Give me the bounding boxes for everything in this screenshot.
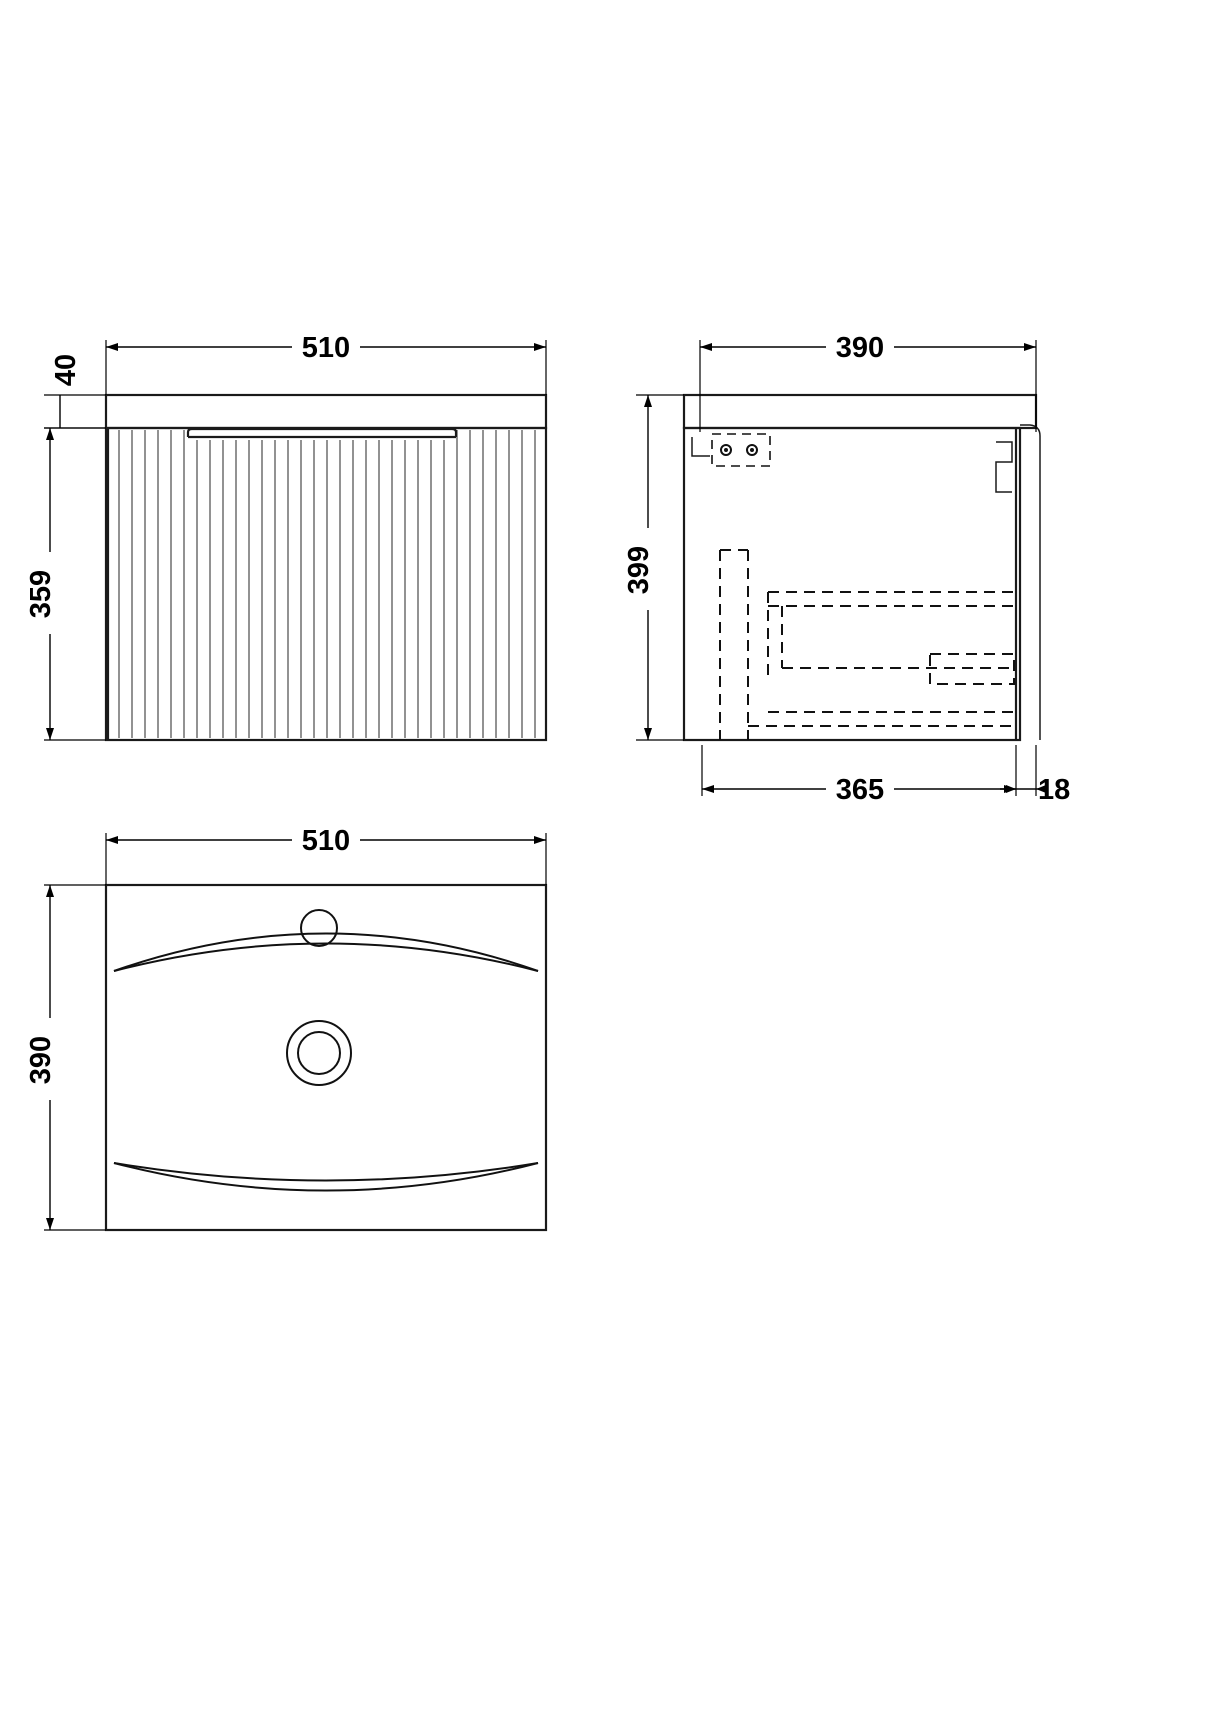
flute-lines-group	[118, 430, 536, 738]
dimension-basin-depth: 390	[25, 884, 106, 1231]
panel-thickness-dimension-label: 18	[1038, 774, 1070, 806]
basin-depth-dimension-label: 390	[25, 1036, 57, 1084]
dimension-basin-width: 510	[105, 822, 547, 885]
wall-bracket-detail	[691, 433, 771, 467]
bowl-front-curve-inner	[113, 1162, 539, 1182]
dimension-front-width: 510	[105, 329, 547, 395]
dimension-side-height: 399	[623, 394, 684, 741]
dimension-cabinet-height: 359	[25, 427, 106, 741]
bowl-rear-curve	[113, 942, 539, 972]
waste-outlet-outer	[286, 1020, 352, 1086]
waste-outlet-inner	[297, 1031, 341, 1075]
front-elevation-view: 510 40 359	[25, 329, 548, 742]
carcass-depth-dimension-label: 365	[836, 774, 884, 806]
dimension-side-depth: 390	[699, 329, 1037, 432]
screw-hole-2-center	[750, 448, 754, 452]
basin-outline	[104, 883, 548, 1232]
dimension-panel-thickness: 18	[1000, 745, 1070, 806]
countertop-slab	[104, 393, 548, 430]
drawer-runner-bracket	[929, 653, 1015, 685]
dimension-carcass-depth: 365	[701, 745, 1017, 807]
side-carcass-outline	[682, 426, 1022, 742]
screw-hole-1	[720, 444, 732, 456]
side-section-view: 390 399 365	[623, 329, 1070, 807]
bracket-hook-icon	[691, 437, 710, 457]
screw-hole-1-center	[724, 448, 728, 452]
countertop-thickness-dimension-label: 40	[50, 354, 82, 386]
screw-hole-2	[746, 444, 758, 456]
basin-plan-view: 510 390	[25, 822, 548, 1232]
bowl-front-curve	[113, 1162, 539, 1192]
side-countertop	[682, 393, 1038, 430]
right-inner-step-detail	[995, 441, 1013, 493]
bowl-rear-curve-outer	[113, 932, 539, 972]
cabinet-height-dimension-label: 359	[25, 570, 57, 618]
side-height-dimension-label: 399	[623, 546, 655, 594]
side-edge-profile	[1020, 424, 1041, 740]
internal-drawer-assembly	[719, 549, 1016, 740]
basin-width-dimension-label: 510	[302, 825, 350, 857]
side-depth-dimension-label: 390	[836, 332, 884, 364]
handle-recess	[186, 427, 458, 437]
fluted-drawer-front	[104, 426, 548, 742]
dimension-countertop-thickness: 40	[44, 340, 106, 429]
tap-hole	[300, 909, 338, 947]
front-width-dimension-label: 510	[302, 332, 350, 364]
